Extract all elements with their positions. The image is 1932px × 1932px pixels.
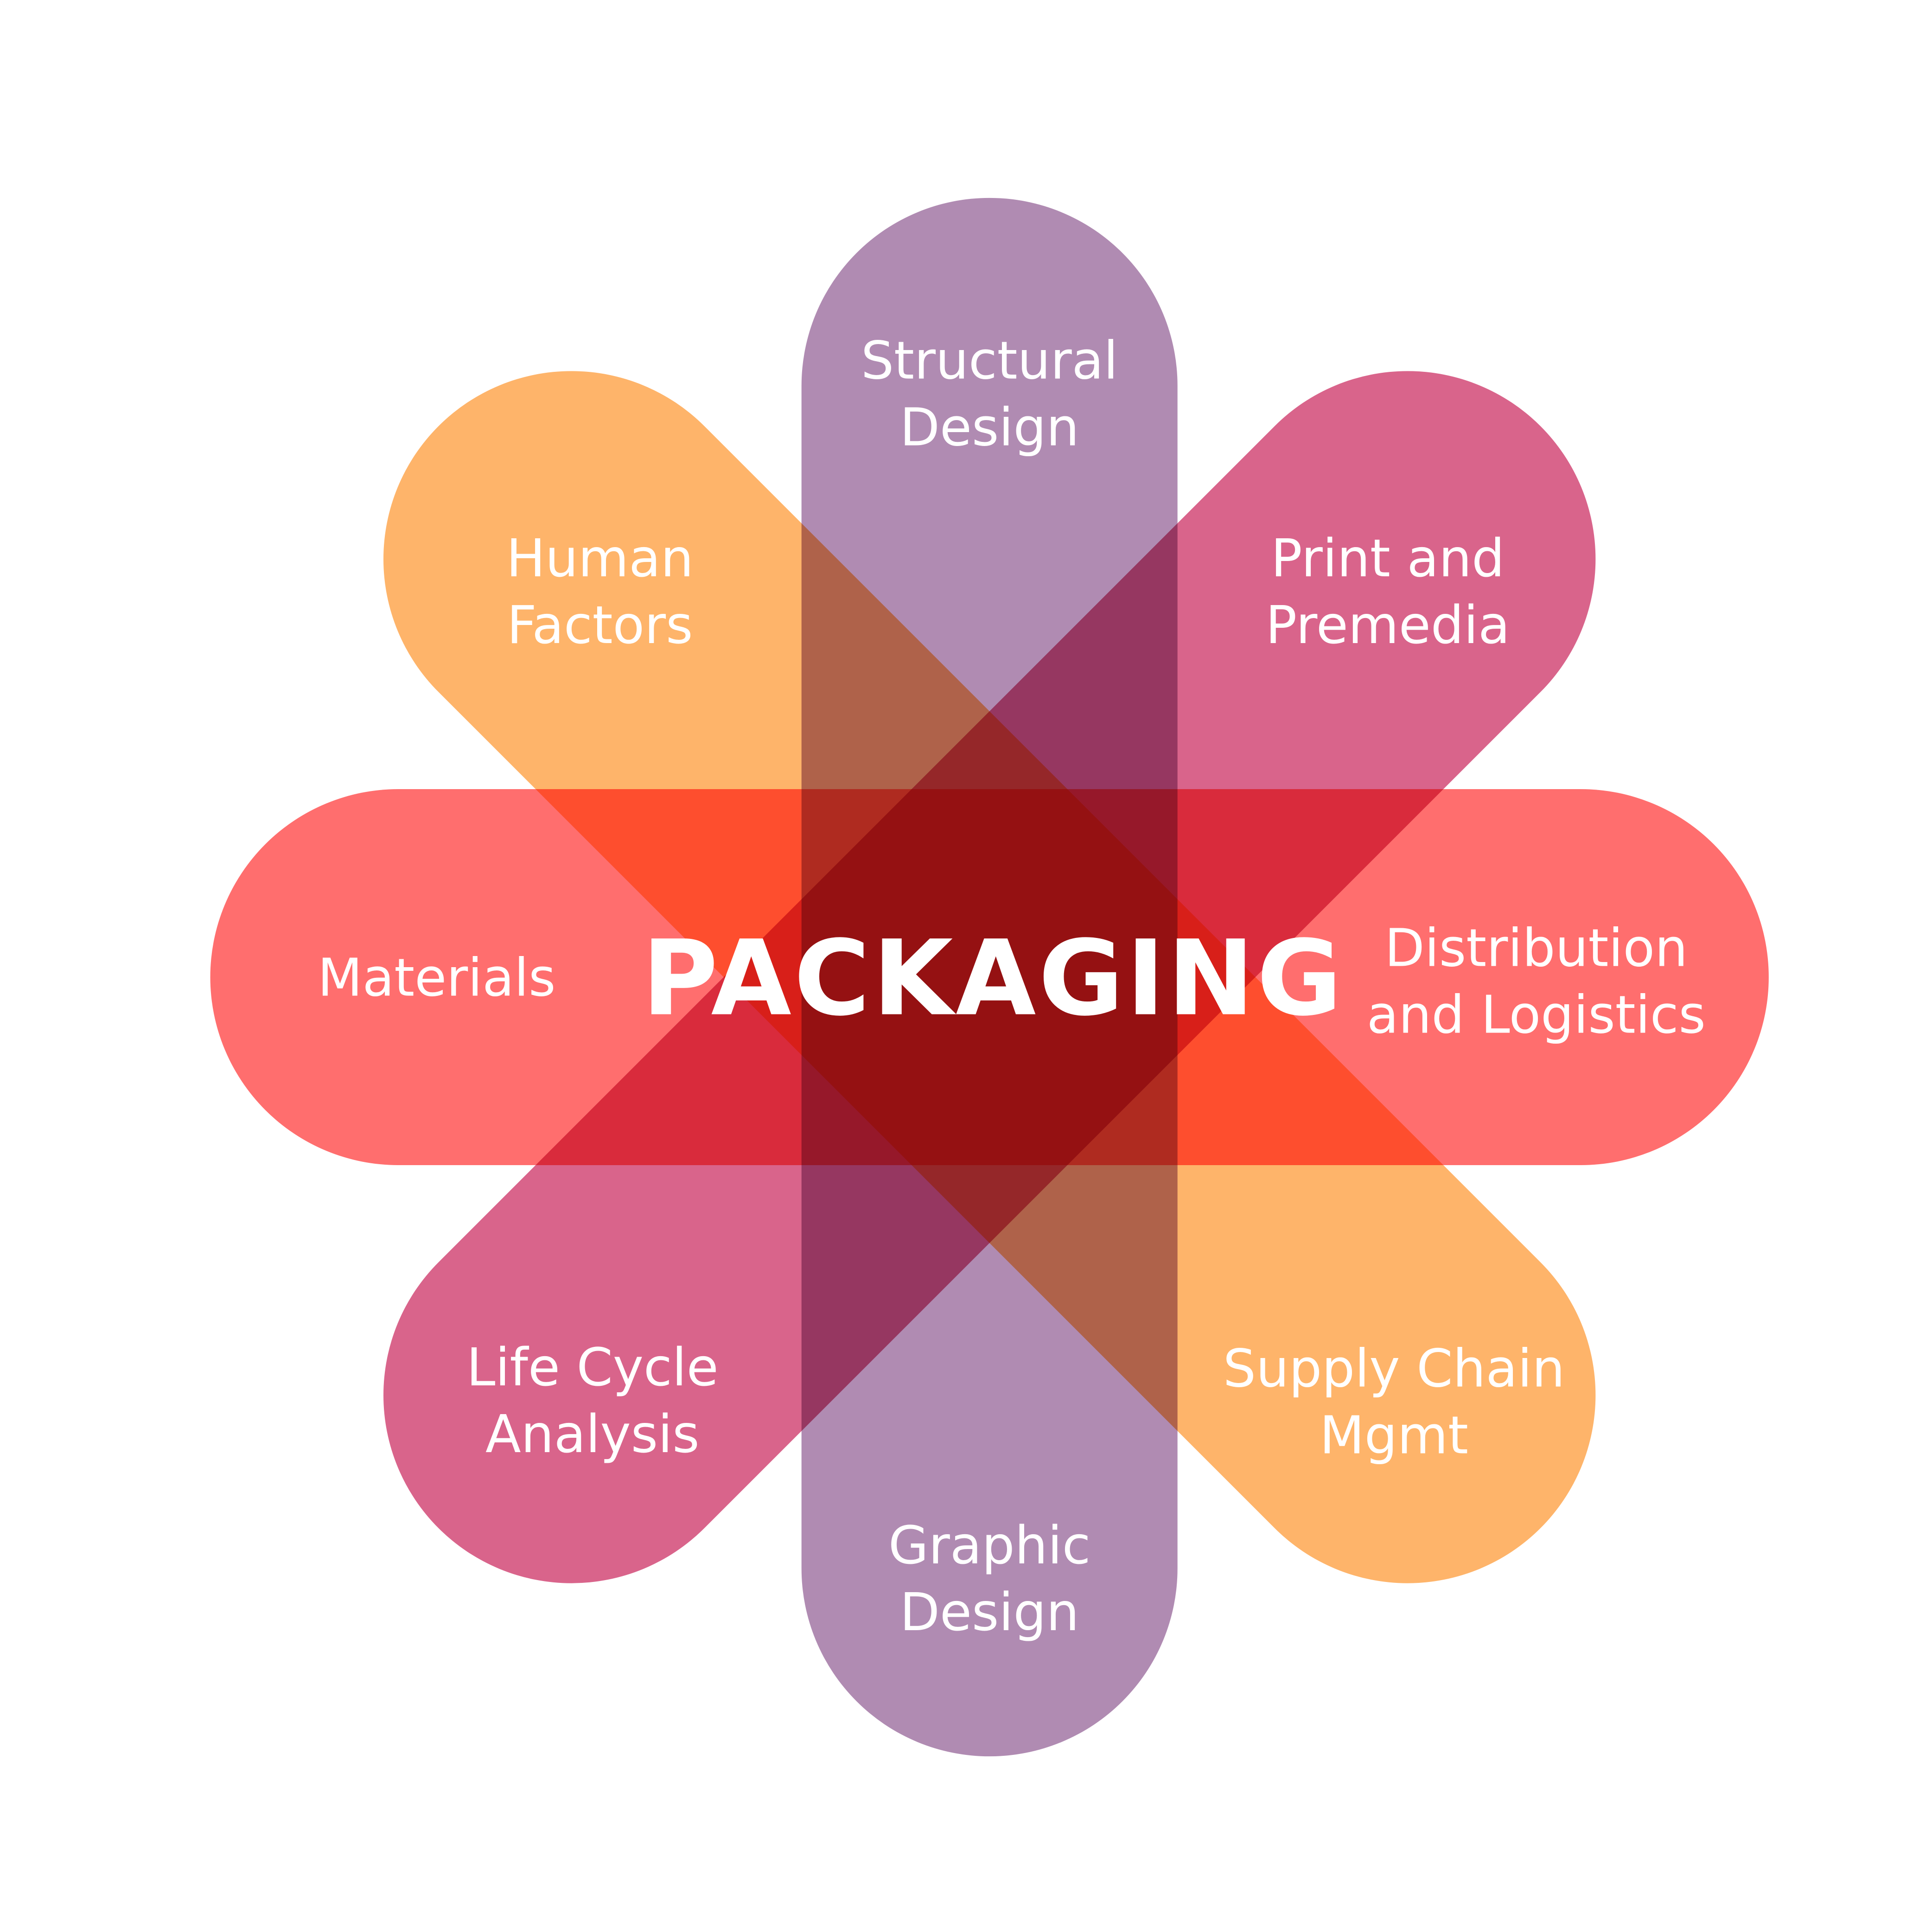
label-materials: Materials [318,948,555,1008]
center-title: PACKAGING [642,918,1345,1039]
petal-horizontal-materials-distribution [210,789,1769,1166]
